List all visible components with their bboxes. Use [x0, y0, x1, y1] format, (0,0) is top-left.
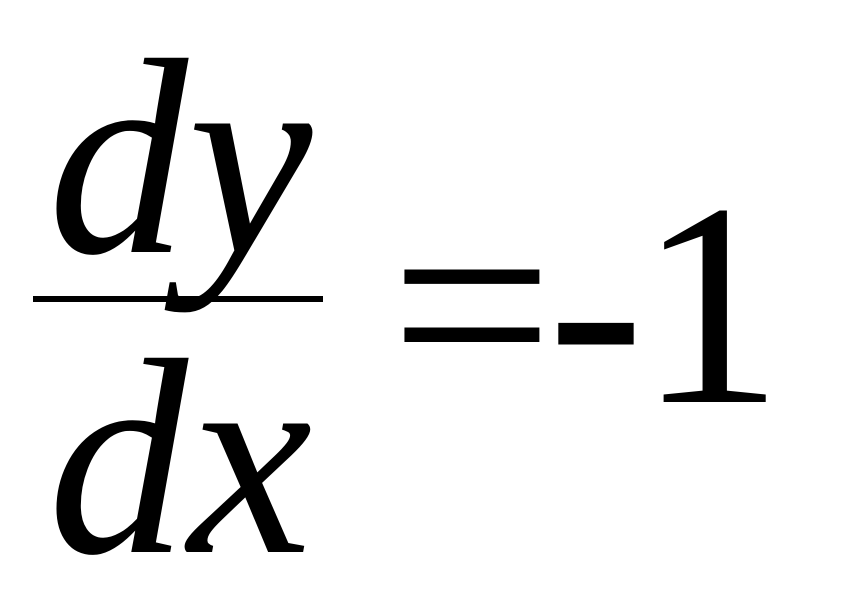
fraction-numerator: dy — [48, 2, 313, 313]
fraction-denominator: dx — [48, 302, 313, 613]
math-equation: dy dx =-1 — [33, 2, 783, 598]
equation-right-hand-side: =-1 — [390, 144, 783, 465]
fraction-bar — [33, 296, 323, 302]
